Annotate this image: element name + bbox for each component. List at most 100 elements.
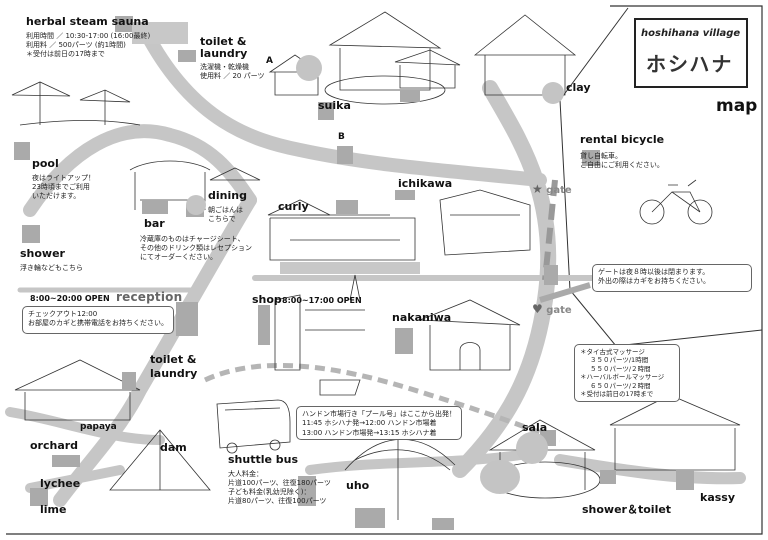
shuttle-schedule: ハンドン市場行き「プール号」はここから出発！ 11:45 ホシハナ発→12:00… xyxy=(296,406,462,440)
block-curly xyxy=(336,200,358,214)
heart-gate-label: gate xyxy=(546,305,572,316)
toilet-laundry-top-info-1: 洗濯機・乾燥機 xyxy=(200,63,249,71)
shuttle-fare-1: 大人料金： xyxy=(228,470,263,478)
block-suika xyxy=(318,102,334,120)
sketches xyxy=(11,11,741,520)
massage-line-5: ６５０パーツ/２時間 xyxy=(590,381,651,390)
gate-notice: ゲートは夜８時以後は閉まります。 外出の際はカギをお持ちください。 xyxy=(592,264,752,292)
star-icon: ★ xyxy=(532,182,543,196)
reception-label: reception xyxy=(116,290,183,304)
reception-info-1: チェックアウト12:00 xyxy=(28,310,98,318)
sala-label: sala xyxy=(522,421,548,434)
block-lime xyxy=(30,488,48,506)
shop-hours: 8:00~17:00 OPEN xyxy=(282,296,362,305)
block-bicycle xyxy=(582,150,600,166)
block-bar xyxy=(142,200,168,214)
block-uho xyxy=(355,508,385,528)
shuttle-route xyxy=(203,362,561,443)
sauna-label: herbal steam sauna xyxy=(26,15,149,28)
massage-line-6: ＊受付は前日の17時まで xyxy=(580,390,654,399)
sauna-info-1: 利用時間 ／ 10:30-17:00 (16:00最終) xyxy=(26,32,151,40)
shower-toilet-label: shower＆toilet xyxy=(582,503,672,516)
block-shower xyxy=(22,225,40,243)
block-ichikawa xyxy=(395,190,415,200)
block-shop xyxy=(258,305,270,345)
toilet-laundry-top-label-2: laundry xyxy=(200,47,248,60)
bar-info-2: その他のドリンク類はレセプション xyxy=(140,244,252,252)
reception-info: チェックアウト12:00 お部屋のカギと携帯電話をお持ちください。 xyxy=(22,306,174,334)
dining-label: dining xyxy=(208,189,247,202)
rental-bicycle-info-1: 貸し自転車。 xyxy=(580,152,622,160)
shuttle-fare-4: 片道80パーツ、往復100パーツ xyxy=(228,497,327,505)
bar-info-3: にてオーダーください。 xyxy=(140,253,217,261)
uho-label: uho xyxy=(346,479,370,492)
heart-gate: ♥ gate xyxy=(532,302,572,316)
circle-dining xyxy=(186,195,206,215)
marker-b: B xyxy=(338,132,345,142)
block-toilet-top xyxy=(178,50,196,62)
block-curly-base xyxy=(280,262,420,274)
circle-clay xyxy=(542,82,564,104)
logo-text-en: hoshihana village xyxy=(641,28,741,39)
shuttle-schedule-2: 11:45 ホシハナ発→12:00 ハンドン市場着 xyxy=(302,419,437,428)
shower-label: shower xyxy=(20,247,65,260)
papaya-label: papaya xyxy=(80,422,117,432)
massage-line-1: ＊タイ古式マッサージ xyxy=(580,348,645,356)
block-orchard xyxy=(52,455,80,467)
page-border xyxy=(6,5,763,535)
pool-info-2: 23時頃までご利用 xyxy=(32,183,90,191)
reception-info-2: お部屋のカギと携帯電話をお持ちください。 xyxy=(28,319,168,328)
dam-label: dam xyxy=(160,441,187,454)
block-toilet-left xyxy=(122,372,136,390)
shuttle-schedule-3: 13:00 ハンドン市場発→13:15 ホシハナ着 xyxy=(302,428,437,437)
massage-line-4: ＊ハーバルボールマッサージ xyxy=(580,373,665,382)
shuttle-bus-label: shuttle bus xyxy=(228,453,299,466)
bar-label: bar xyxy=(144,217,165,230)
block-sauna-ext xyxy=(132,22,188,44)
block-suika-2 xyxy=(400,90,420,102)
massage-line-3: ５５０パーツ/２時間 xyxy=(590,364,651,373)
sauna-info-3: ＊受付は前日の17時まで xyxy=(26,50,105,58)
kassy-label: kassy xyxy=(700,491,736,504)
star-gate: ★ gate xyxy=(532,182,572,196)
toilet-laundry-left-label-2: laundry xyxy=(150,367,198,380)
dining-info-2: こちらで xyxy=(208,215,236,223)
toilet-laundry-top-label-1: toilet & xyxy=(200,35,247,48)
block-shuttle xyxy=(298,476,316,506)
block-reception xyxy=(176,302,198,336)
reception-hours: 8:00~20:00 OPEN xyxy=(30,294,110,303)
lychee-label: lychee xyxy=(40,477,81,490)
gate-line xyxy=(542,179,558,281)
nakaniwa-label: nakaniwa xyxy=(392,311,452,324)
pool-label: pool xyxy=(32,157,59,170)
block-b xyxy=(337,146,353,164)
lime-label: lime xyxy=(40,503,67,516)
orchard-label: orchard xyxy=(30,439,79,452)
gate-bar xyxy=(539,282,591,303)
marker-a: A xyxy=(266,56,273,66)
logo-text-jp: ホシハナ xyxy=(646,52,734,76)
shuttle-fare-3: 子ども料金(乳幼児除く)： xyxy=(228,488,311,496)
shop-label: shop xyxy=(252,293,282,306)
shuttle-schedule-1: ハンドン市場行き「プール号」はここから出発！ xyxy=(302,410,456,418)
clay-label: clay xyxy=(566,81,591,94)
block-nakaniwa xyxy=(395,328,413,354)
curly-label: curly xyxy=(278,200,309,213)
shower-info: 浮き輪などもこちら xyxy=(20,264,83,272)
toilet-laundry-left-label-1: toilet & xyxy=(150,353,197,366)
village-logo: hoshihana village ホシハナ xyxy=(634,18,748,88)
rental-bicycle-info-2: ご自由にご利用ください。 xyxy=(580,161,664,169)
ichikawa-label: ichikawa xyxy=(398,177,453,190)
shuttle-fare-2: 片道100パーツ、往復180パーツ xyxy=(228,479,331,487)
suika-label: suika xyxy=(318,99,351,112)
bar-info-1: 冷蔵庫のものはチャージシート、 xyxy=(140,235,245,243)
dining-info-1: 朝ごはんは xyxy=(208,206,243,214)
rental-bicycle-label: rental bicycle xyxy=(580,133,665,146)
star-gate-label: gate xyxy=(546,185,572,196)
block-uho-2 xyxy=(432,518,454,530)
block-sauna xyxy=(115,16,133,32)
gate-notice-line-2: 外出の際はカギをお持ちください。 xyxy=(598,277,710,286)
pool-info-1: 夜はライトアップ！ xyxy=(32,174,95,182)
